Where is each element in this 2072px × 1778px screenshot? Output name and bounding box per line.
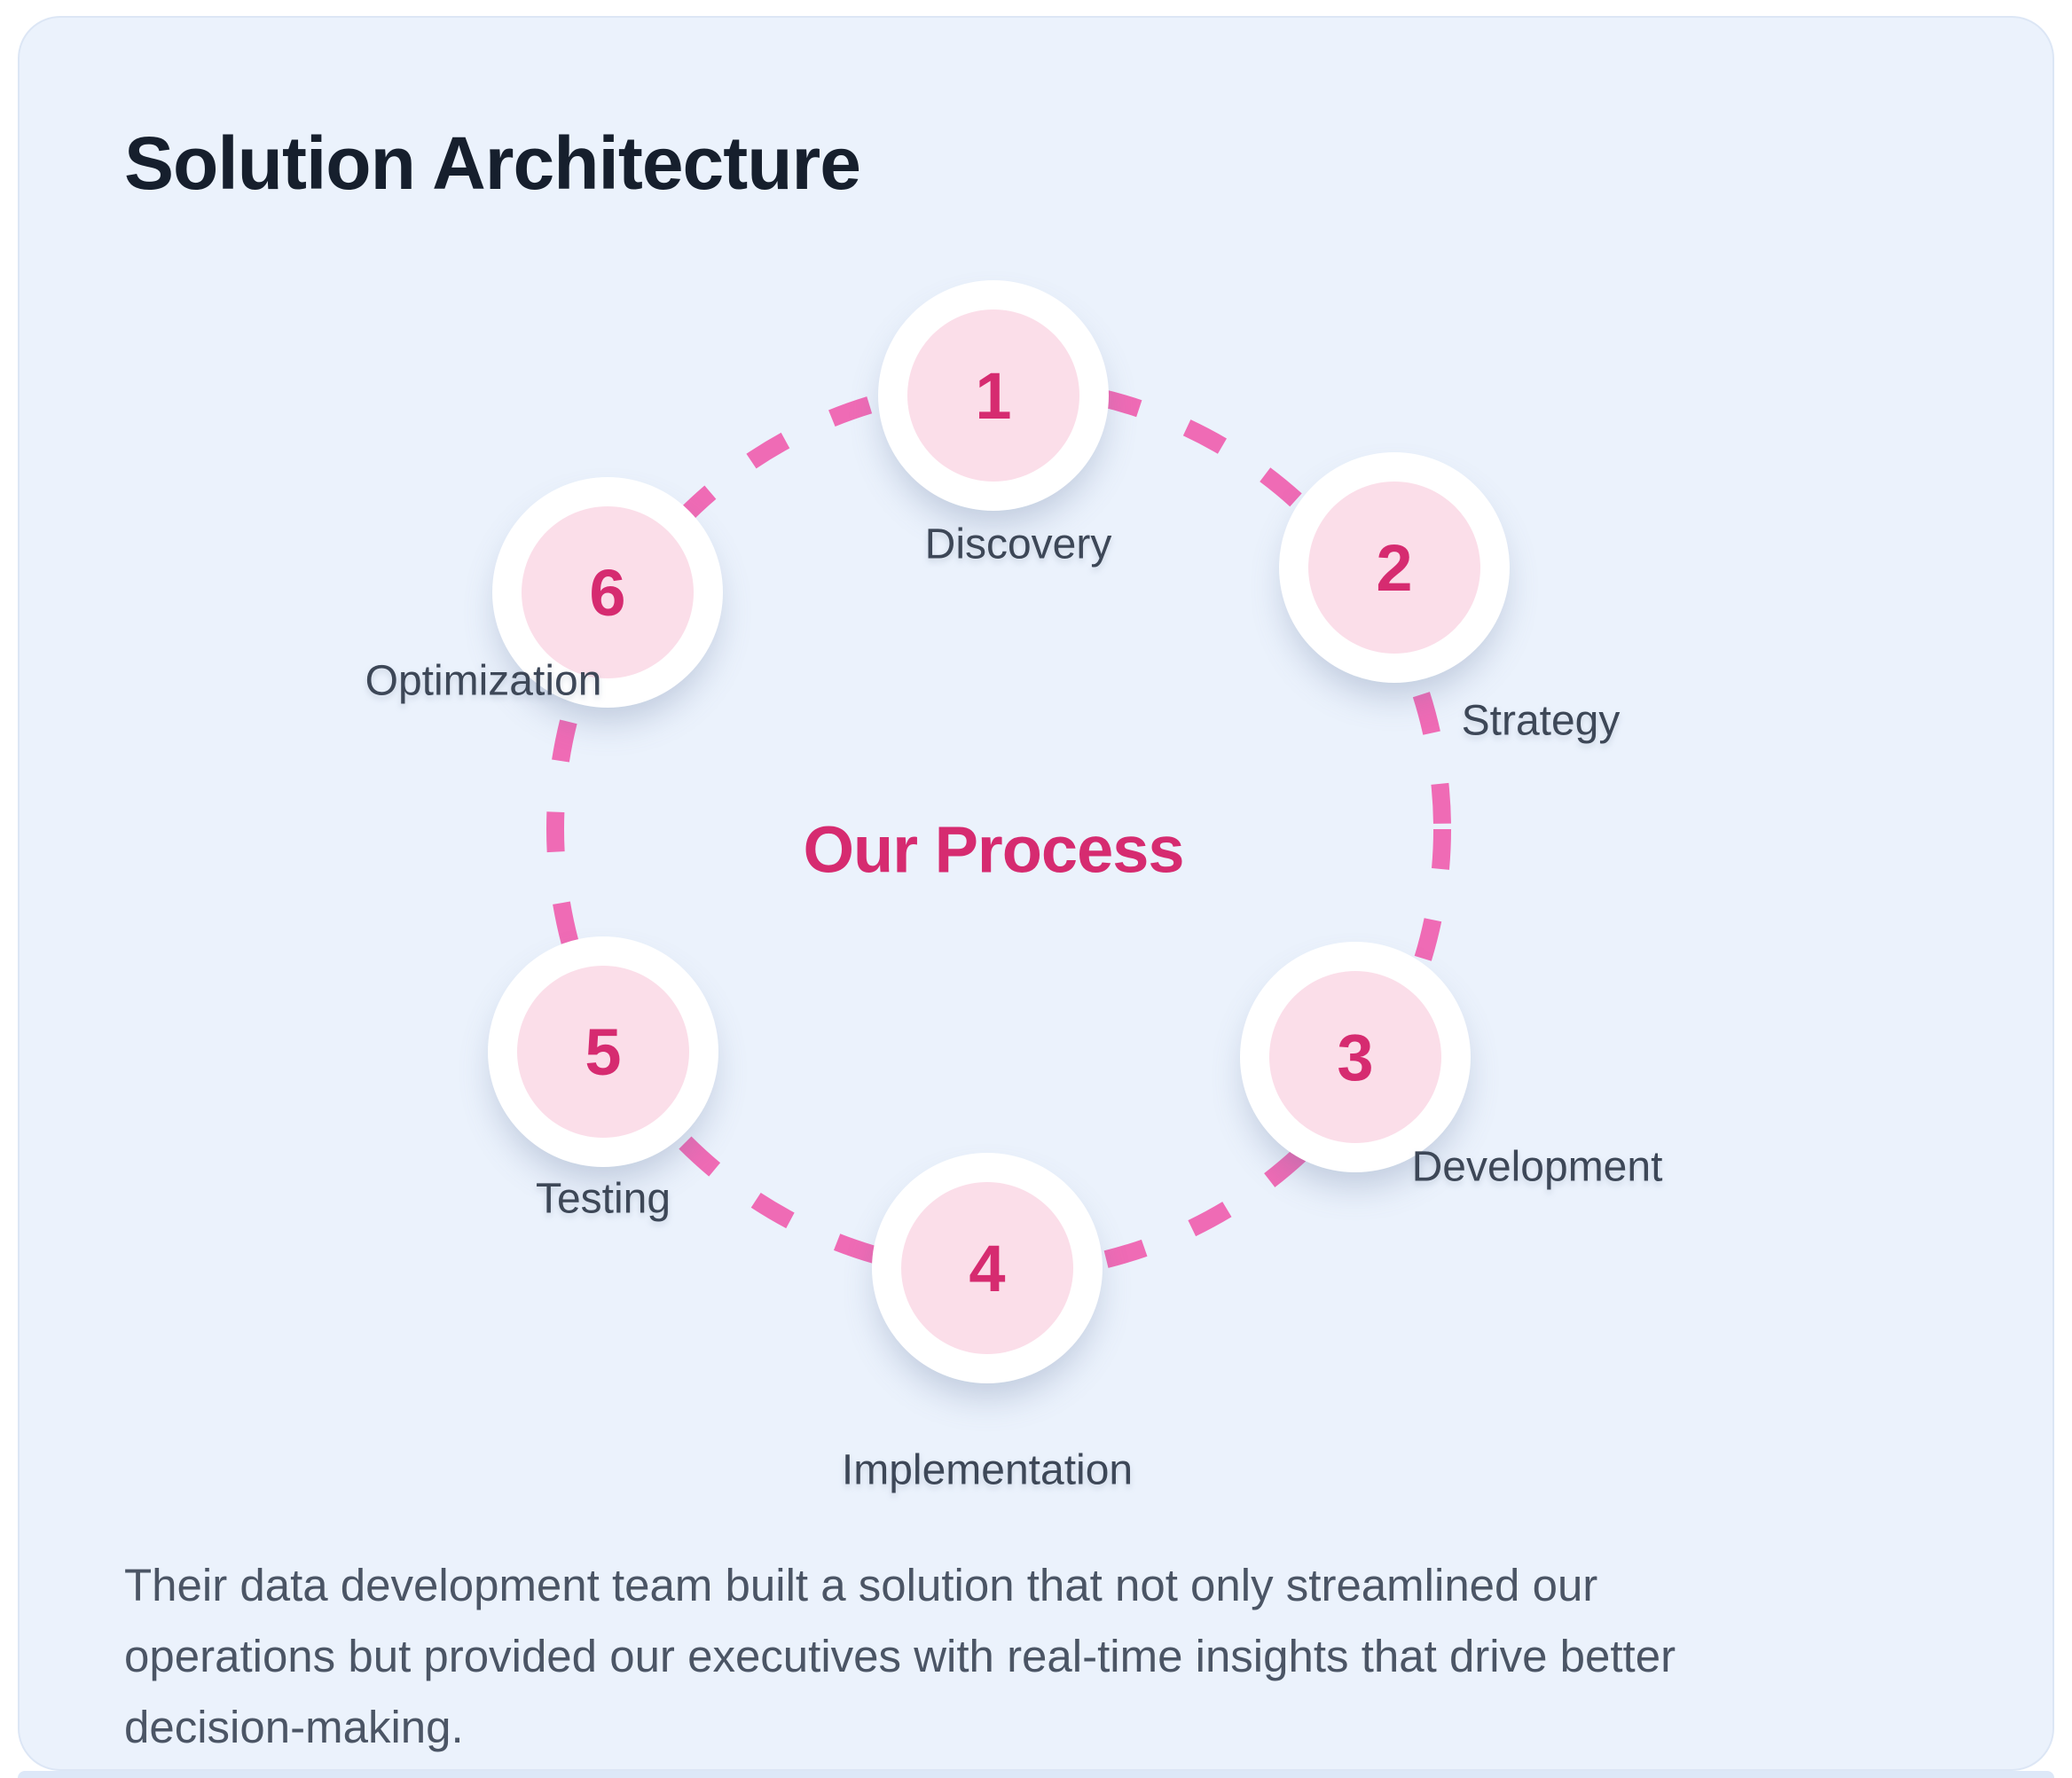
diagram-center-title: Our Process	[803, 812, 1184, 887]
step-node-inner-circle: 4	[901, 1182, 1073, 1354]
step-node-inner-circle: 3	[1269, 971, 1441, 1143]
step-label-implementation: Implementation	[841, 1446, 1134, 1494]
step-node-discovery: 1	[878, 280, 1109, 511]
step-number: 4	[969, 1231, 1006, 1305]
step-number: 1	[975, 358, 1012, 433]
step-node-optimization: 6	[492, 477, 723, 708]
step-number: 6	[589, 555, 626, 630]
step-label-development: Development	[1411, 1143, 1663, 1191]
page-title: Solution Architecture	[124, 121, 861, 205]
step-number: 3	[1337, 1020, 1374, 1094]
step-node-inner-circle: 1	[907, 309, 1079, 482]
step-node-inner-circle: 2	[1308, 482, 1480, 654]
step-label-strategy: Strategy	[1461, 697, 1621, 745]
step-node-strategy: 2	[1279, 452, 1510, 683]
step-node-inner-circle: 5	[517, 966, 689, 1138]
step-node-implementation: 4	[872, 1153, 1103, 1383]
step-number: 5	[585, 1014, 622, 1089]
step-node-inner-circle: 6	[522, 506, 694, 678]
step-number: 2	[1376, 530, 1413, 605]
step-node-development: 3	[1240, 942, 1471, 1172]
testimonial-text: Their data development team built a solu…	[124, 1560, 1676, 1752]
step-label-discovery: Discovery	[924, 521, 1112, 568]
step-label-optimization: Optimization	[365, 657, 602, 705]
step-label-testing: Testing	[535, 1175, 671, 1223]
step-node-testing: 5	[488, 936, 718, 1167]
bottom-edge-strip	[18, 1771, 2054, 1778]
